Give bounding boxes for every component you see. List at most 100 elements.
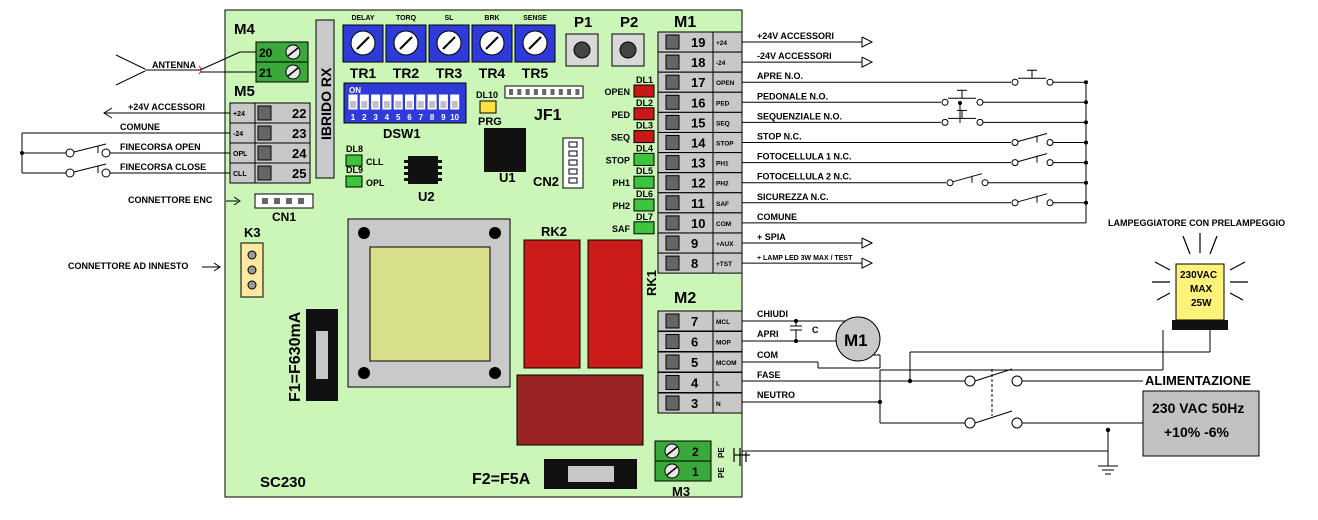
terminal-pin: 19+24 — [657, 31, 743, 53]
terminal-number: 9 — [691, 236, 698, 251]
terminal-number: 18 — [691, 55, 705, 70]
dip-key[interactable]: 9 — [438, 94, 448, 122]
m4-pin-21: 21 — [259, 66, 273, 80]
motor-label: M1 — [844, 331, 868, 350]
p2-button[interactable] — [611, 33, 645, 67]
screw-icon — [257, 125, 272, 141]
led-label: STOP — [606, 155, 630, 165]
m3-pin-1: 1 — [692, 465, 699, 479]
prg-label: PRG — [478, 116, 502, 128]
wire-label: CHIUDI — [757, 309, 788, 319]
jf1-label: JF1 — [534, 107, 562, 124]
dip-key[interactable]: 3 — [371, 94, 381, 122]
terminal-number: 7 — [691, 314, 698, 329]
terminal-tag: +24 — [233, 111, 245, 118]
chip-pin — [404, 166, 408, 169]
contact-icon — [101, 148, 111, 158]
led-label: SAF — [612, 224, 631, 234]
wire-label: NEUTRO — [757, 390, 795, 400]
wire-label: COMUNE — [757, 212, 797, 222]
led-name: DL3 — [636, 121, 653, 131]
header-pin — [262, 198, 268, 204]
trimmer-top-label: SL — [445, 15, 455, 22]
m2-label: M2 — [674, 290, 696, 307]
terminal-number: 12 — [691, 176, 705, 191]
m3-label: M3 — [672, 484, 690, 499]
power-supply-box: 230 VAC 50Hz +10% -6% — [1142, 390, 1260, 457]
led-name: DL5 — [636, 166, 653, 176]
dip-key[interactable]: 2 — [359, 94, 369, 122]
terminal-tag: SEQ — [716, 120, 730, 127]
dip-key[interactable]: 1 — [348, 94, 358, 122]
wire-label: FASE — [757, 370, 781, 380]
lamp-title: LAMPEGGIATORE CON PRELAMPEGGIO — [1108, 218, 1285, 228]
header-pin — [567, 89, 572, 95]
terminal-tag: +AUX — [716, 241, 734, 248]
cn2-connector: CN2 — [533, 137, 584, 189]
dl10-label: DL10 — [476, 90, 498, 100]
p1-button[interactable] — [565, 33, 599, 67]
dip-number: 4 — [385, 113, 390, 122]
header-pin — [568, 168, 578, 175]
wire-label: +24V ACCESSORI — [757, 31, 834, 41]
wire-label: COM — [757, 350, 778, 360]
contact-icon — [976, 98, 984, 106]
trimmer-bottom-label: TR1 — [350, 65, 377, 81]
led-name: DL6 — [636, 189, 653, 199]
led-label: PED — [611, 110, 630, 120]
dip-key[interactable]: 4 — [382, 94, 392, 122]
dip-key[interactable]: 7 — [416, 94, 426, 122]
terminal-number: 25 — [292, 166, 306, 181]
trimmer-bottom-label: TR4 — [479, 65, 506, 81]
terminal-number: 4 — [691, 376, 699, 391]
contact-icon — [1046, 159, 1054, 167]
wire-label: +24V ACCESSORI — [128, 102, 205, 112]
dip-key[interactable]: 8 — [427, 94, 437, 122]
dip-key[interactable]: 6 — [405, 94, 414, 122]
terminal-number: 13 — [691, 156, 705, 171]
u1-chip — [484, 128, 526, 172]
antenna-icon — [115, 51, 256, 86]
fuse-f1 — [306, 309, 338, 401]
terminal-number: 19 — [691, 35, 705, 50]
header-pin — [568, 159, 578, 166]
chip-pin — [438, 178, 442, 181]
wire-label: FINECORSA CLOSE — [120, 162, 206, 172]
terminal-tag: OPL — [233, 151, 248, 158]
rk1-label: RK1 — [644, 270, 659, 296]
dip-key[interactable]: 5 — [393, 94, 403, 122]
header-pin — [558, 89, 563, 95]
contact-icon — [946, 179, 954, 187]
rk2-label: RK2 — [541, 224, 567, 239]
header-pin — [568, 150, 578, 157]
header-pin — [575, 89, 580, 95]
header-pin — [533, 89, 538, 95]
arrow-right-icon — [861, 237, 874, 249]
screw-icon — [665, 375, 680, 390]
contact-icon — [1046, 139, 1054, 146]
screw-icon — [257, 105, 272, 121]
wire-label: FOTOCELLULA 1 N.C. — [757, 152, 852, 162]
terminal-number: 16 — [691, 95, 705, 110]
terminal-tag: PH1 — [716, 161, 729, 168]
screw-icon — [665, 54, 680, 70]
header-pin — [274, 198, 280, 204]
chip-pin — [404, 178, 408, 181]
dip-key[interactable]: 10 — [450, 94, 460, 122]
m4-terminal: 20 21 — [255, 41, 309, 83]
